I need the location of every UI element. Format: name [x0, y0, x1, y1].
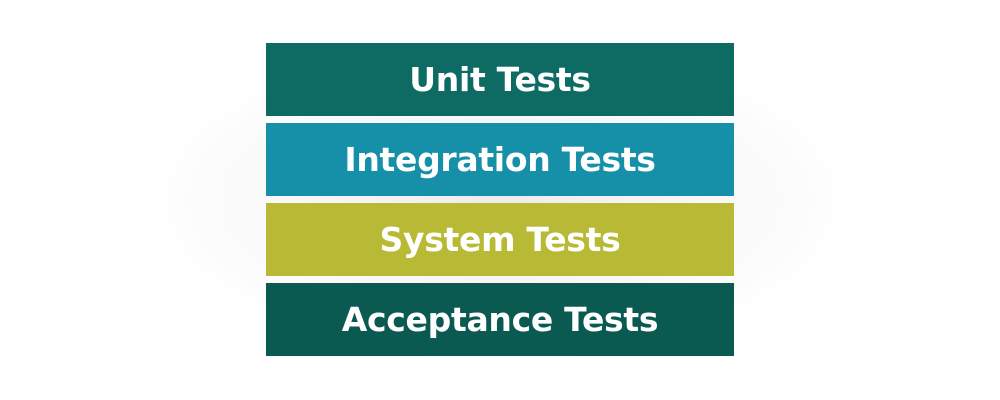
layer-unit-tests: Unit Tests	[266, 43, 734, 116]
layer-label-acceptance-tests: Acceptance Tests	[341, 300, 659, 339]
layer-label-system-tests: System Tests	[379, 220, 621, 259]
layer-integration-tests: Integration Tests	[266, 123, 734, 196]
layer-label-unit-tests: Unit Tests	[409, 60, 591, 99]
layer-label-integration-tests: Integration Tests	[344, 140, 656, 179]
layer-acceptance-tests: Acceptance Tests	[266, 283, 734, 356]
testing-levels-stack: Unit Tests Integration Tests System Test…	[266, 43, 734, 356]
layer-system-tests: System Tests	[266, 203, 734, 276]
